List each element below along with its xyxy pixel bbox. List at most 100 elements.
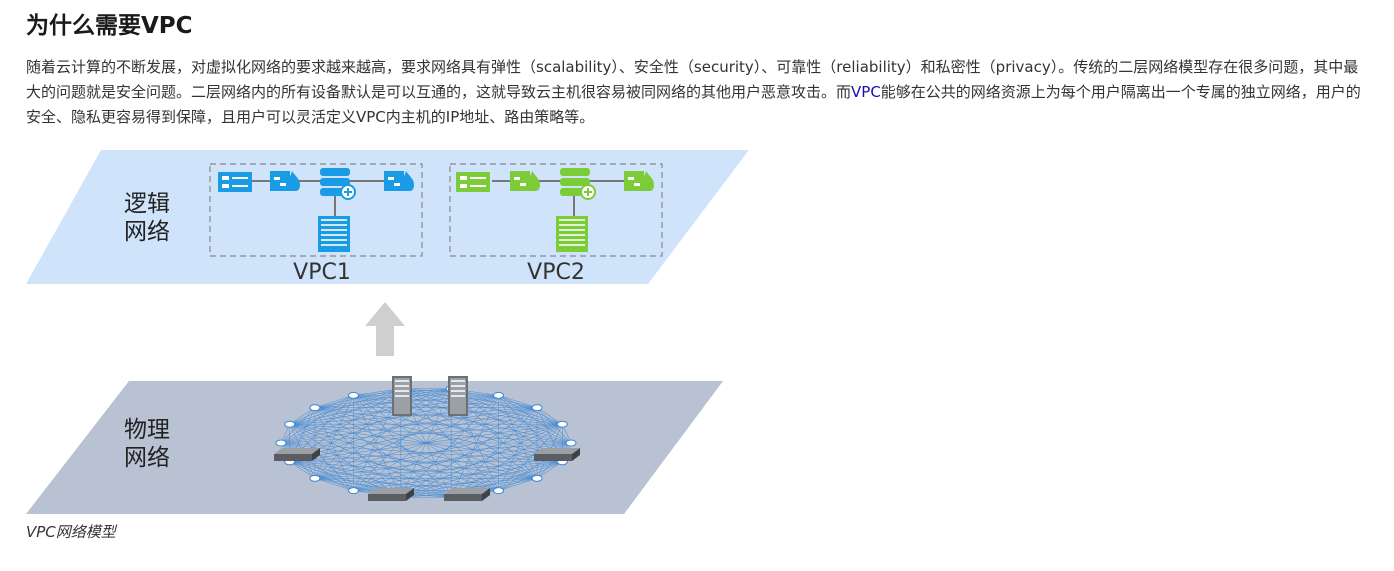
physical-server-1-icon	[392, 376, 412, 416]
mesh-link	[536, 461, 563, 479]
intro-paragraph: 随着云计算的不断发展，对虚拟化网络的要求越来越高，要求网络具有弹性（scalab…	[26, 55, 1366, 130]
mesh-link	[289, 423, 563, 463]
mesh-node	[493, 487, 504, 495]
mesh-node	[275, 439, 287, 447]
physical-server-2-icon	[448, 376, 468, 416]
mesh-link	[289, 423, 499, 491]
vpc1-label: VPC1	[293, 260, 351, 285]
mesh-link	[353, 461, 563, 491]
physical-mesh	[275, 385, 577, 501]
mesh-link	[400, 388, 563, 425]
mesh-link	[353, 423, 563, 491]
physical-network-plane	[26, 381, 723, 514]
mesh-link	[314, 388, 452, 408]
mesh-link	[289, 423, 401, 498]
mesh-node	[348, 487, 359, 495]
logical-network-plane	[26, 150, 749, 284]
mesh-link	[498, 395, 538, 479]
mesh-link	[314, 388, 402, 479]
mesh-link	[400, 478, 538, 498]
mesh-link	[289, 407, 538, 425]
mesh-link	[289, 407, 316, 425]
physical-switch-bottom-1-icon	[368, 488, 414, 501]
mesh-link	[353, 395, 563, 463]
mesh-link	[314, 478, 452, 498]
mesh-link	[289, 388, 401, 425]
mesh-node	[531, 474, 543, 482]
up-arrow-icon	[365, 302, 405, 356]
mesh-link	[314, 395, 354, 479]
vpc1-router-icon	[319, 167, 356, 200]
vpc2-switch-rack-icon	[556, 216, 588, 252]
mesh-node	[531, 404, 543, 412]
mesh-link	[314, 407, 452, 498]
vpc2-box: VPC2	[449, 163, 663, 285]
mesh-link	[498, 395, 563, 425]
mesh-link	[289, 407, 538, 463]
mesh-link	[314, 478, 354, 491]
mesh-link	[314, 395, 354, 408]
mesh-link	[536, 407, 563, 425]
vpc-link[interactable]: VPC	[851, 83, 881, 101]
physical-label-line1: 物理	[124, 417, 170, 443]
mesh-link	[280, 407, 316, 444]
mesh-link	[451, 388, 563, 425]
mesh-link	[314, 407, 572, 444]
vpc2-router-icon	[559, 167, 596, 200]
mesh-link	[289, 461, 316, 479]
mesh-link	[498, 395, 538, 408]
mesh-link	[400, 388, 538, 408]
mesh-link	[280, 395, 354, 444]
mesh-node	[348, 391, 359, 399]
mesh-node	[493, 391, 504, 399]
mesh-link	[498, 407, 538, 491]
mesh-link	[289, 388, 452, 425]
mesh-link	[498, 423, 563, 491]
physical-switch-left-icon	[274, 448, 320, 461]
mesh-node	[565, 439, 577, 447]
mesh-link	[498, 395, 572, 444]
page-title: 为什么需要VPC	[26, 13, 193, 39]
figure-svg: 逻辑 网络 VPC1 VPC2 物理 网络	[26, 150, 749, 514]
physical-switch-bottom-2-icon	[444, 488, 490, 501]
mesh-link	[353, 388, 452, 491]
vpc1-server-icon	[218, 172, 252, 192]
mesh-link	[280, 423, 563, 444]
mesh-link	[314, 423, 563, 479]
paragraph-text-part2: 能够在公共的网络资源上为每个用户隔离出一个专属的独立网络，用户的安全、隐私更容易…	[26, 83, 1361, 126]
mesh-link	[280, 388, 452, 444]
mesh-link	[314, 407, 563, 425]
vpc1-box: VPC1	[209, 163, 423, 285]
mesh-link	[451, 423, 563, 498]
mesh-node	[284, 420, 296, 428]
mesh-link	[400, 395, 499, 498]
mesh-link	[400, 423, 563, 498]
mesh-node	[309, 404, 321, 412]
logical-label-line1: 逻辑	[124, 191, 170, 217]
mesh-link	[289, 461, 499, 491]
mesh-link	[289, 395, 354, 425]
physical-label-line2: 网络	[124, 445, 170, 471]
mesh-link	[400, 388, 538, 479]
vpc2-label: VPC2	[527, 260, 585, 285]
vpc2-server-icon	[456, 172, 490, 192]
mesh-link	[400, 388, 572, 444]
mesh-link	[450, 407, 538, 498]
mesh-link	[314, 442, 572, 479]
figure-caption: VPC网络模型	[26, 523, 116, 541]
mesh-link	[498, 478, 538, 491]
mesh-link	[353, 407, 538, 491]
paragraph-text-part1: 随着云计算的不断发展，对虚拟化网络的要求越来越高，要求网络具有弹性（scalab…	[26, 58, 1359, 101]
mesh-link	[280, 442, 538, 479]
mesh-link	[280, 388, 401, 444]
mesh-node	[309, 474, 321, 482]
logical-label-line2: 网络	[124, 219, 170, 245]
mesh-link	[314, 388, 401, 408]
mesh-link	[314, 388, 452, 479]
physical-switch-right-icon	[534, 448, 580, 461]
vpc1-switch-rack-icon	[318, 216, 350, 252]
mesh-link	[280, 407, 538, 444]
vpc-network-model-figure: 逻辑 网络 VPC1 VPC2 物理 网络	[26, 148, 756, 520]
mesh-link	[450, 395, 499, 498]
mesh-link	[314, 407, 354, 491]
